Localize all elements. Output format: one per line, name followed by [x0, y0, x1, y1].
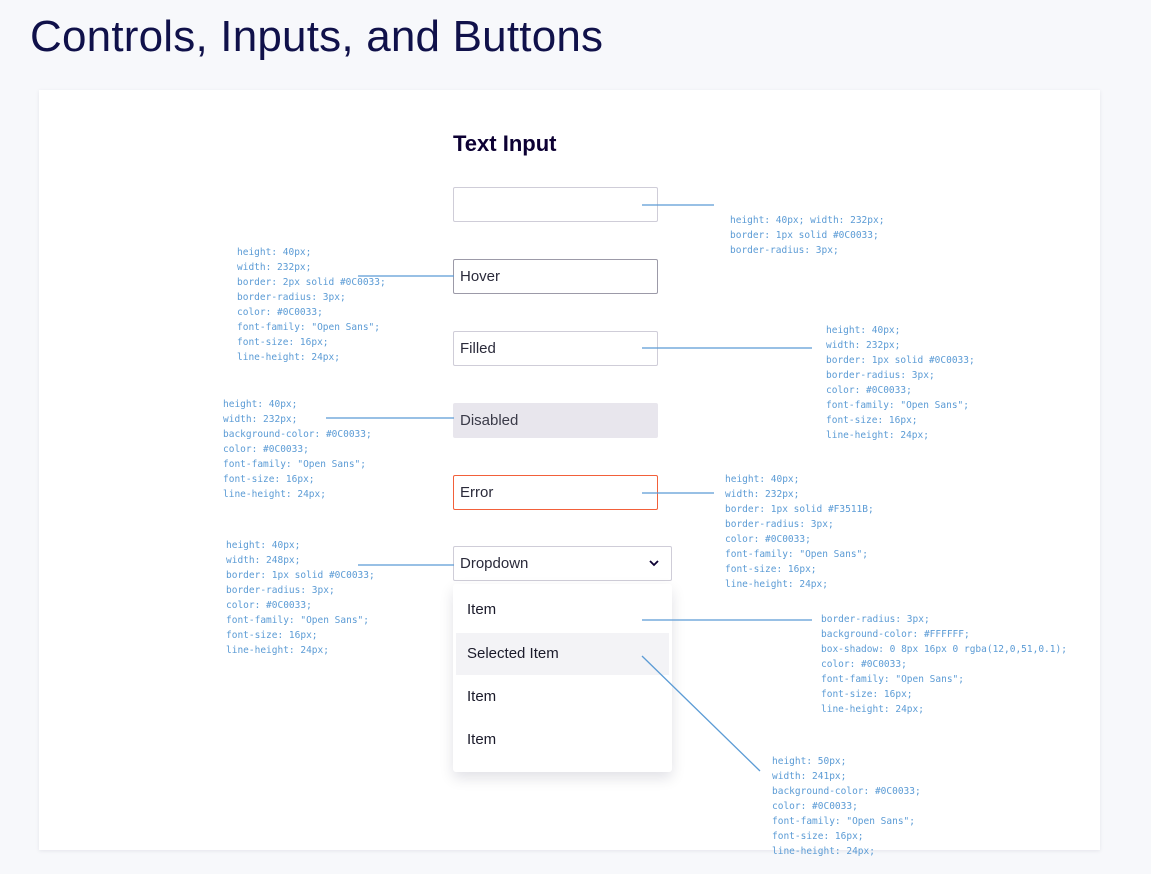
dropdown-select[interactable]: Dropdown	[453, 546, 672, 581]
page-title: Controls, Inputs, and Buttons	[30, 12, 604, 61]
disabled-label: Disabled	[460, 412, 519, 429]
text-input-disabled: Disabled	[453, 403, 658, 438]
spec-error: height: 40px;width: 232px;border: 1px so…	[725, 474, 874, 590]
spec-selected-item: height: 50px;width: 241px;background-col…	[772, 756, 921, 857]
text-input-error[interactable]: Error	[453, 475, 658, 510]
spec-hover: height: 40px;width: 232px;border: 2px so…	[237, 247, 386, 363]
dropdown-label: Dropdown	[460, 555, 529, 572]
spec-filled: height: 40px;width: 232px;border: 1px so…	[826, 325, 975, 441]
annotation-lines	[326, 204, 812, 772]
filled-label: Filled	[460, 340, 496, 357]
dropdown-menu: Item Selected Item Item Item	[453, 584, 672, 772]
spec-disabled: height: 40px;width: 232px;background-col…	[223, 399, 372, 500]
chevron-down-icon	[647, 547, 661, 580]
menu-item[interactable]: Item	[467, 601, 497, 618]
menu-item[interactable]: Item	[467, 688, 497, 705]
error-label: Error	[460, 484, 494, 501]
menu-item-selected[interactable]: Selected Item	[456, 633, 669, 675]
menu-item[interactable]: Item	[467, 731, 497, 748]
spec-menu: border-radius: 3px;background-color: #FF…	[821, 614, 1067, 715]
spec-default: height: 40px; width: 232px;border: 1px s…	[730, 215, 885, 256]
hover-label: Hover	[460, 268, 501, 285]
spec-dropdown: height: 40px;width: 248px;border: 1px so…	[226, 540, 375, 656]
section-title: Text Input	[453, 131, 557, 156]
